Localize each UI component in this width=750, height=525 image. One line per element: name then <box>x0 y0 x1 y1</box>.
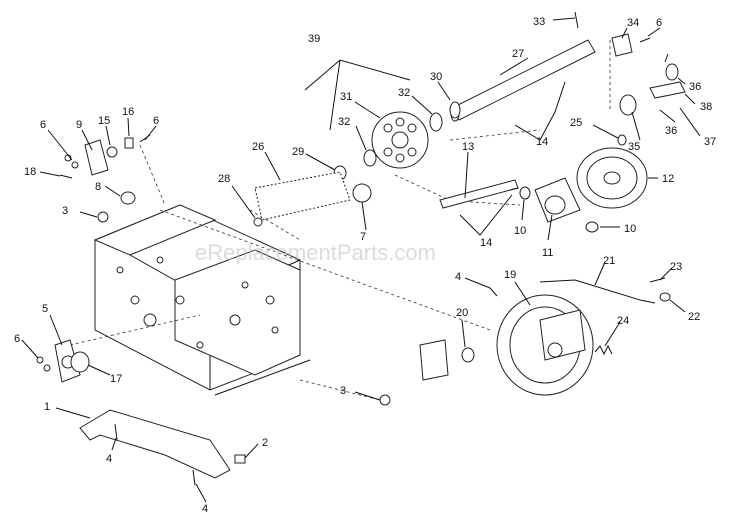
pulley-12 <box>576 147 648 209</box>
bearing-17 <box>70 351 90 373</box>
screw-18 <box>59 174 73 179</box>
callout-32-upper: 32 <box>398 87 410 99</box>
callout-36-lower: 36 <box>665 125 677 137</box>
callout-18: 18 <box>24 166 36 178</box>
callout-leaders <box>21 17 701 503</box>
lever-1 <box>79 409 231 479</box>
callout-31: 31 <box>340 91 352 103</box>
wheel-19 <box>496 294 594 396</box>
callout-26: 26 <box>252 141 264 153</box>
bolt-28 <box>253 217 263 227</box>
callout-28: 28 <box>218 173 230 185</box>
bearing-15 <box>106 146 118 158</box>
callout-38: 38 <box>700 101 712 113</box>
nut-3-left <box>97 211 109 223</box>
pin-4-lower-b <box>192 469 196 486</box>
callout-20: 20 <box>456 307 468 319</box>
rod-21 <box>539 279 656 304</box>
bracket-20 <box>419 339 475 381</box>
pin-4-lower-a <box>114 423 118 441</box>
bracket-34 <box>611 33 633 57</box>
callout-6-top: 6 <box>656 17 662 29</box>
callout-24: 24 <box>617 315 629 327</box>
nut-8 <box>120 191 136 205</box>
callout-22: 22 <box>688 311 700 323</box>
pin-23 <box>649 277 666 283</box>
callout-4-lower-right: 4 <box>202 503 208 515</box>
callout-6-left-top: 6 <box>40 119 46 131</box>
callout-6-left-bottom: 6 <box>14 333 20 345</box>
callout-17: 17 <box>110 373 122 385</box>
callout-12: 12 <box>662 173 674 185</box>
callout-10-left: 10 <box>514 225 526 237</box>
callout-25: 25 <box>570 117 582 129</box>
chain-26 <box>254 171 351 221</box>
callout-3-left: 3 <box>62 205 68 217</box>
washer-22 <box>659 292 671 302</box>
callout-5: 5 <box>42 303 48 315</box>
callout-10-right: 10 <box>624 223 636 235</box>
callout-33: 33 <box>533 16 545 28</box>
pin-4-right <box>489 287 498 297</box>
bearing-32-upper <box>429 112 443 132</box>
callout-29: 29 <box>292 146 304 158</box>
washer-10-left <box>519 186 531 200</box>
callout-1: 1 <box>44 401 50 413</box>
callout-37: 37 <box>704 136 716 148</box>
watermark-text: eReplacementParts.com <box>195 240 436 265</box>
callout-13: 13 <box>462 141 474 153</box>
callout-34: 34 <box>627 17 639 29</box>
callout-27: 27 <box>512 48 524 60</box>
bracket-9 <box>84 139 109 176</box>
callout-14-lower: 14 <box>480 237 492 249</box>
key-14 <box>509 187 519 191</box>
callout-39: 39 <box>308 33 320 45</box>
frame-housing <box>93 204 311 396</box>
callout-8: 8 <box>95 181 101 193</box>
callout-4-right: 4 <box>455 271 461 283</box>
callout-2: 2 <box>262 437 268 449</box>
callout-36-upper: 36 <box>689 81 701 93</box>
washer-10-right <box>585 221 599 233</box>
sprocket-31 <box>371 111 429 169</box>
screws-6-left-bottom <box>36 356 51 372</box>
callout-11: 11 <box>542 247 553 259</box>
spring-24 <box>594 344 613 356</box>
callout-14-upper: 14 <box>536 136 548 148</box>
callout-7: 7 <box>360 231 366 243</box>
bushing-25 <box>617 134 627 146</box>
bearing-32-lower <box>363 149 377 167</box>
callout-30: 30 <box>430 71 442 83</box>
pin-33 <box>574 11 579 29</box>
bolt-16 <box>124 137 134 149</box>
sprocket-7 <box>352 183 372 203</box>
callout-4-lower-left: 4 <box>106 453 112 465</box>
nut-3-lower <box>379 394 391 406</box>
callout-9: 9 <box>76 119 82 131</box>
washer-30 <box>449 101 461 119</box>
callout-35: 35 <box>628 141 640 153</box>
hub-11 <box>534 177 581 223</box>
callout-16: 16 <box>122 106 134 118</box>
callout-3-lower: 3 <box>340 385 346 397</box>
callout-labels: 33 34 6 39 27 30 36 38 31 32 32 14 25 35… <box>14 16 716 515</box>
callout-15: 15 <box>98 115 110 127</box>
screw-6-top <box>639 37 651 43</box>
callout-32-lower: 32 <box>338 116 350 128</box>
callout-6-left-right: 6 <box>153 115 159 127</box>
callout-19: 19 <box>504 269 516 281</box>
idler-35-38 <box>619 53 686 116</box>
callout-21: 21 <box>603 255 615 267</box>
callout-23: 23 <box>670 261 682 273</box>
bolt-2 <box>234 454 246 464</box>
